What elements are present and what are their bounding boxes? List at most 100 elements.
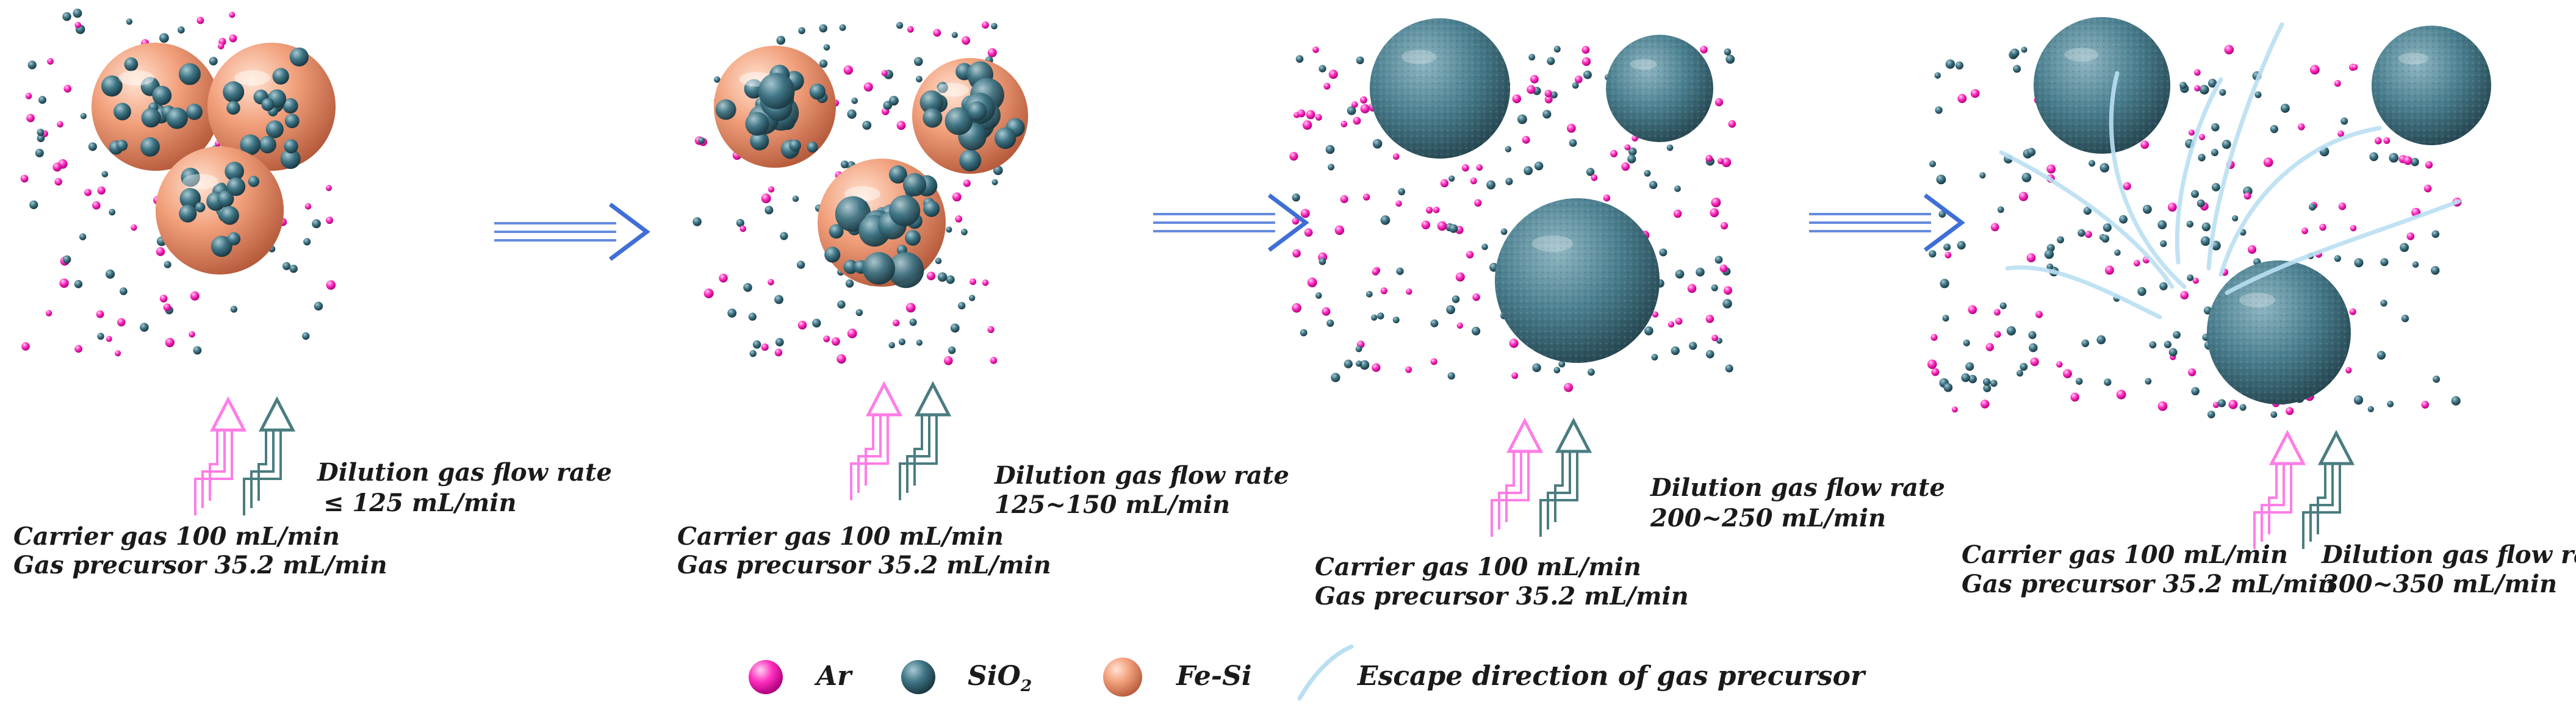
sio2-cluster xyxy=(745,112,769,136)
sio2-cluster xyxy=(995,127,1016,149)
carrier-gas-arrow xyxy=(194,396,247,515)
ar-particle xyxy=(96,310,104,318)
ar-particle xyxy=(1610,149,1618,157)
sio2-particle xyxy=(1940,279,1949,289)
ar-particle xyxy=(1927,359,1937,369)
ar-particle xyxy=(2310,65,2320,75)
sio2-particle xyxy=(889,96,899,106)
ar-particle xyxy=(2351,64,2358,71)
sio2-particle xyxy=(1392,317,1400,323)
ar-particle xyxy=(1461,164,1469,172)
ar-particle xyxy=(1392,153,1400,160)
sio2-particle xyxy=(1372,138,1383,149)
ar-particle xyxy=(63,85,72,93)
sio2-particle xyxy=(1705,350,1714,359)
sio2-particle xyxy=(1929,160,1936,168)
sio2-particle xyxy=(2046,264,2054,270)
sio2-cluster xyxy=(124,57,139,71)
ar-particle xyxy=(106,335,112,342)
sio2-particle xyxy=(1945,59,1955,69)
sio2-cluster xyxy=(824,246,841,263)
ar-particle xyxy=(2192,278,2199,284)
sio2-particle xyxy=(2451,396,2461,406)
sio2-particle xyxy=(1961,373,1970,382)
sio2-particle xyxy=(62,255,71,264)
sio2-particle xyxy=(2137,287,2146,296)
sio2-cluster xyxy=(227,232,241,246)
escape-streamline xyxy=(2005,265,2162,320)
sio2-particle xyxy=(2013,65,2021,73)
sio2-particle xyxy=(961,228,968,235)
sio2-particle xyxy=(193,346,202,355)
ar-particle xyxy=(1437,221,1447,231)
ar-particle xyxy=(2123,182,2131,190)
legend-sio2-icon xyxy=(901,660,935,694)
sio2-cluster xyxy=(181,167,200,187)
ar-particle xyxy=(2243,192,2251,200)
ar-particle xyxy=(2334,80,2341,87)
ar-particle xyxy=(2403,156,2412,165)
ar-particle xyxy=(163,303,171,312)
sio2-particle xyxy=(1315,292,1322,299)
sio2-cluster xyxy=(919,90,944,115)
sio2-particle xyxy=(1505,178,1513,185)
ar-particle xyxy=(1673,209,1682,218)
ar-particle xyxy=(2188,368,2196,376)
sphere-texture xyxy=(2372,26,2491,145)
sio2-particle xyxy=(27,60,37,70)
sio2-particle xyxy=(303,238,311,246)
ar-particle xyxy=(952,192,962,202)
ar-particle xyxy=(1711,197,1721,207)
sio2-particle xyxy=(748,312,757,321)
sio2-particle xyxy=(2179,82,2187,89)
ar-particle xyxy=(196,16,204,24)
stage4-dilution-label: Dilution gas flow rate xyxy=(2322,540,2576,569)
sio2-particle xyxy=(2254,91,2262,98)
ar-particle xyxy=(2133,260,2140,267)
sphere-highlight xyxy=(1401,49,1437,64)
sio2-particle xyxy=(2114,249,2121,256)
legend-escape-icon xyxy=(1297,644,1354,701)
ar-particle xyxy=(926,271,936,281)
sio2-particle xyxy=(946,275,955,284)
sio2-particle xyxy=(1550,91,1558,99)
sio2-particle xyxy=(1300,329,1308,337)
ar-particle xyxy=(1474,199,1482,207)
sio2-particle xyxy=(2186,220,2193,228)
ar-particle xyxy=(1728,120,1736,128)
sio2-particle xyxy=(106,269,115,279)
stage4-gas-precursor: Gas precursor 35.2 mL/min xyxy=(1962,570,2336,598)
sio2-particle xyxy=(1319,257,1326,265)
ar-particle xyxy=(1522,135,1530,144)
stage2-dilution-label: Dilution gas flow rate xyxy=(995,461,1289,490)
sio2-particle xyxy=(1711,284,1718,292)
sio2-cluster xyxy=(265,120,284,138)
ar-particle xyxy=(45,310,52,317)
ar-particle xyxy=(863,82,873,92)
ar-particle xyxy=(1362,193,1370,201)
sio2-particle xyxy=(2309,203,2316,211)
sio2-particle xyxy=(2387,400,2394,407)
legend-sio2-label: SiO2 xyxy=(968,661,1032,695)
legend-ar-icon xyxy=(749,660,783,694)
sphere-highlight xyxy=(1531,235,1574,252)
sio2-particle xyxy=(862,120,872,130)
ar-particle xyxy=(970,278,977,285)
ar-particle xyxy=(982,21,989,29)
ar-particle xyxy=(1292,249,1301,258)
sio2-particle xyxy=(2376,351,2386,360)
sio2-cluster xyxy=(862,252,895,285)
ar-particle xyxy=(1406,288,1412,295)
escape-streamline xyxy=(2175,77,2223,265)
sio2-particle xyxy=(1659,248,1668,257)
ar-particle xyxy=(52,162,62,172)
sio2-particle xyxy=(898,338,905,345)
ar-particle xyxy=(1433,206,1440,213)
sio2-cluster xyxy=(888,252,924,289)
sio2-particle xyxy=(1486,180,1496,190)
ar-particle xyxy=(2026,253,2036,263)
sio2-particle xyxy=(2207,411,2215,418)
sio2-particle xyxy=(851,97,858,104)
sio2-particle xyxy=(1553,45,1561,53)
sio2-particle xyxy=(2369,152,2378,162)
